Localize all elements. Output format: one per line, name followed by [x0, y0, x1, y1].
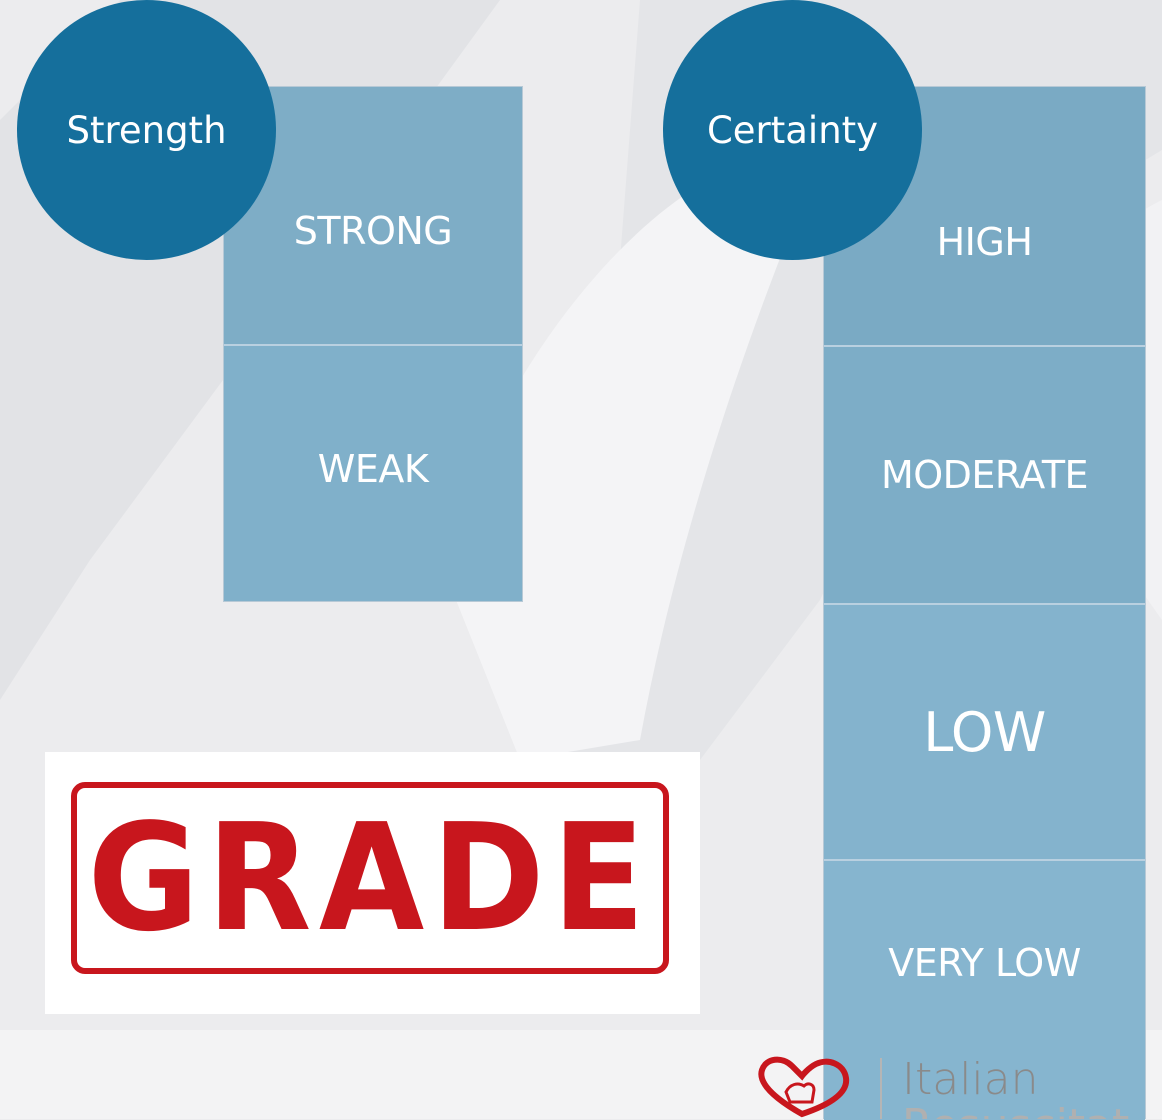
certainty-divider — [824, 859, 1145, 861]
certainty-column: HIGH MODERATE LOW VERY LOW — [823, 86, 1146, 1120]
certainty-level-low: LOW — [824, 605, 1145, 859]
certainty-level-label: LOW — [923, 700, 1046, 764]
strength-divider — [224, 344, 522, 346]
certainty-divider — [824, 345, 1145, 347]
certainty-circle: Certainty — [663, 0, 922, 260]
strength-level-label: STRONG — [293, 208, 453, 253]
certainty-level-moderate: MODERATE — [824, 347, 1145, 603]
footer-text-resuscitation-label: Resuscitat — [902, 1100, 1129, 1119]
grade-logo-panel: GRADE — [45, 752, 700, 1014]
certainty-level-label: VERY LOW — [888, 940, 1081, 985]
certainty-divider — [824, 603, 1145, 605]
footer-text-resuscitation: Resuscitat — [902, 1100, 1129, 1119]
certainty-level-label: HIGH — [936, 220, 1033, 264]
certainty-title: Certainty — [706, 108, 879, 152]
heart-hand-icon — [758, 1056, 850, 1118]
footer-divider — [880, 1058, 882, 1119]
strength-title: Strength — [66, 108, 227, 152]
grade-logo-text: GRADE — [87, 792, 653, 964]
strength-circle: Strength — [17, 0, 276, 260]
certainty-level-very-low: VERY LOW — [824, 861, 1145, 1120]
certainty-level-label: MODERATE — [880, 453, 1089, 497]
italian-resuscitation-logo: Italian Resuscitat — [752, 1052, 1162, 1119]
strength-level-label: WEAK — [317, 446, 429, 491]
strength-level-weak: WEAK — [224, 346, 522, 601]
footer-text-italian: Italian — [902, 1054, 1039, 1105]
grade-logo-frame: GRADE — [71, 782, 669, 974]
